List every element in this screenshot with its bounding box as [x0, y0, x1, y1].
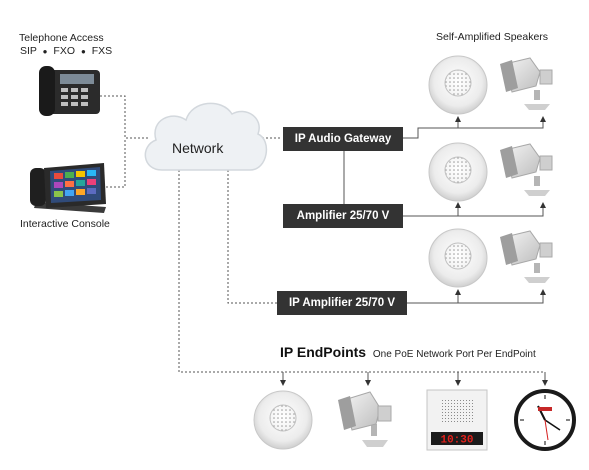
protocol-fxs: FXS	[91, 45, 113, 57]
ip-endpoints-title: IP EndPoints One PoE Network Port Per En…	[280, 344, 536, 360]
endpoints-link	[178, 170, 545, 373]
horn-speaker-icon	[500, 230, 553, 283]
horn-speaker-icon	[500, 57, 553, 110]
network-cloud	[144, 102, 268, 171]
endpoint-clock-icon	[514, 389, 576, 451]
ceiling-speaker-icon	[428, 228, 488, 288]
console-link	[106, 138, 126, 188]
ip-amplifier-link	[227, 170, 277, 304]
protocol-fxo: FXO	[53, 45, 76, 57]
amplifier-speaker-bus	[403, 206, 544, 217]
phone-link	[100, 95, 150, 139]
ip-amplifier-box: IP Amplifier 25/70 V	[277, 291, 407, 315]
protocol-sip: SIP	[20, 45, 37, 57]
ceiling-speaker-icon	[428, 55, 488, 115]
bullet: ●	[80, 47, 86, 56]
endpoint-horn-speaker-icon	[338, 391, 392, 447]
endpoint-display-speaker-icon: 10:30	[426, 389, 488, 451]
telephone-access-title: Telephone Access	[19, 32, 104, 44]
interactive-console-label: Interactive Console	[20, 218, 110, 230]
network-label: Network	[172, 140, 224, 156]
sign-display-text: 10:30	[440, 435, 473, 447]
endpoint-ceiling-speaker-icon	[253, 390, 313, 450]
ceiling-speaker-icon	[428, 142, 488, 202]
horn-speaker-icon	[500, 143, 553, 196]
endpoints-title-text: IP EndPoints	[280, 344, 367, 360]
endpoints-subtitle-text: One PoE Network Port Per EndPoint	[372, 349, 536, 360]
self-amplified-speakers-header: Self-Amplified Speakers	[436, 31, 549, 43]
desk-phone-icon	[39, 66, 100, 116]
speaker-arrowheads	[455, 116, 546, 295]
ip-amplifier-speaker-bus	[407, 293, 544, 304]
ip-audio-gateway-box: IP Audio Gateway	[283, 127, 403, 151]
gateway-speaker-bus	[403, 120, 544, 139]
bullet: ●	[42, 47, 48, 56]
amplifier-box: Amplifier 25/70 V	[283, 204, 403, 228]
telephone-protocols: SIP ● FXO ● FXS	[20, 45, 112, 57]
interactive-console-icon	[30, 163, 106, 213]
